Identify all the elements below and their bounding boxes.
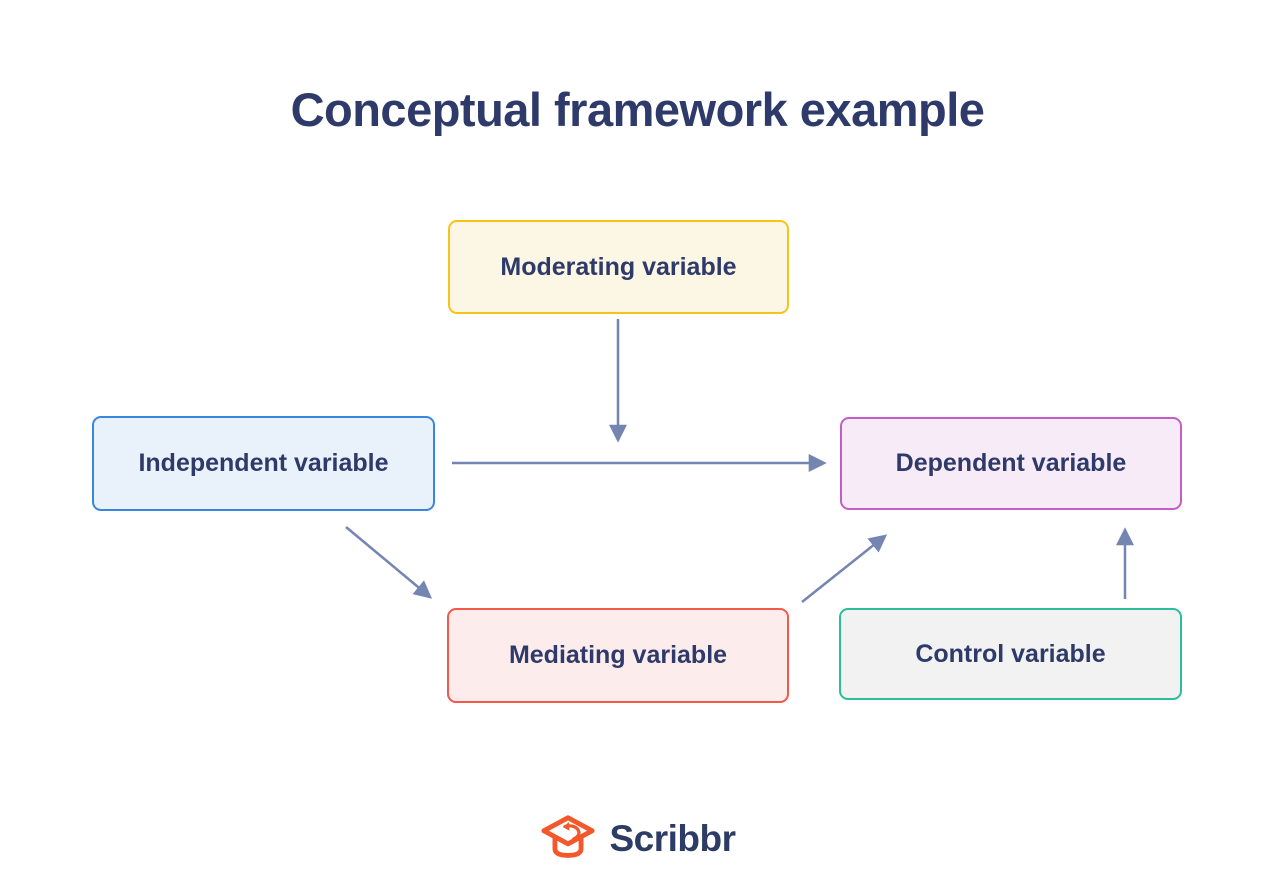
node-independent-variable: Independent variable [92, 416, 435, 511]
page-title: Conceptual framework example [290, 83, 985, 136]
graduation-cap-icon [541, 815, 596, 858]
node-label: Independent variable [138, 449, 389, 477]
scribbr-logo: Scribbr [0, 810, 1275, 868]
node-control-variable: Control variable [839, 608, 1182, 700]
node-label: Dependent variable [895, 449, 1127, 477]
node-moderating-variable: Moderating variable [448, 220, 789, 314]
arrow-independent-to-mediating [345, 526, 433, 599]
node-label: Control variable [915, 639, 1106, 668]
node-dependent-variable: Dependent variable [840, 417, 1182, 510]
node-label: Mediating variable [508, 641, 728, 669]
arrow-mediating-to-dependent [801, 534, 888, 603]
node-label: Moderating variable [500, 252, 737, 281]
node-mediating-variable: Mediating variable [447, 608, 789, 703]
scribbr-wordmark: Scribbr [609, 818, 736, 859]
